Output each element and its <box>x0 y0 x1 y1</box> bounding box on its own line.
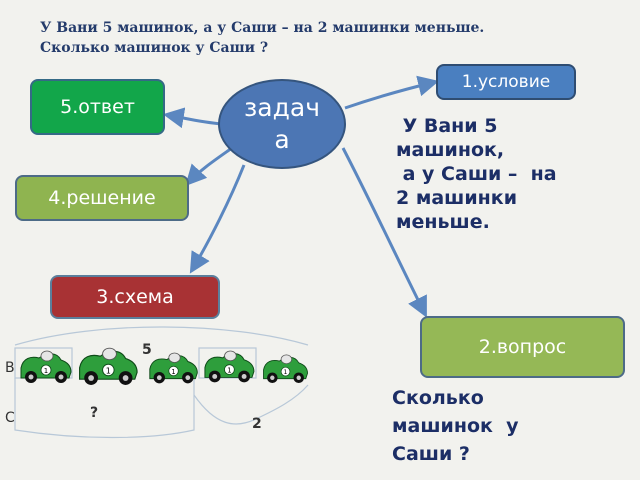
condition-line-3: а у Саши – на <box>396 163 557 185</box>
problem-statement: У Вани 5 машинок, а у Саши – на 2 машинк… <box>40 18 620 58</box>
center-node-label: задача <box>244 93 320 154</box>
question-line-2: машинок у <box>392 415 519 437</box>
node-question[interactable]: 2.вопрос <box>420 316 625 378</box>
car-number: 1 <box>106 366 111 375</box>
scheme-lines <box>14 326 309 439</box>
node-condition[interactable]: 1.условие <box>436 64 576 100</box>
arrow-to-scheme <box>189 164 246 274</box>
question-line-3: Саши ? <box>392 443 470 465</box>
center-node-task[interactable]: задача <box>218 79 346 169</box>
arrow-to-answer <box>162 107 223 129</box>
arrow-to-question <box>341 147 427 318</box>
node-question-label: 2.вопрос <box>478 336 567 358</box>
car-number: 1 <box>44 367 48 375</box>
condition-line-5: меньше. <box>396 211 490 233</box>
node-scheme[interactable]: 3.схема <box>50 275 220 319</box>
toy-car: 1 <box>263 354 308 384</box>
scheme-row-label-sasha: С <box>5 410 15 426</box>
toy-car: 1 <box>204 350 255 383</box>
cars-group: 1 1 1 1 1 <box>20 347 308 385</box>
problem-line-2: Сколько машинок у Саши ? <box>40 40 269 56</box>
arrow-to-solution <box>185 146 233 187</box>
car-number: 1 <box>227 367 231 375</box>
scheme-unknown: ? <box>90 405 99 421</box>
condition-text: У Вани 5 машинок, а у Саши – на 2 машинк… <box>396 114 616 234</box>
node-condition-label: 1.условие <box>461 72 551 92</box>
toy-car: 1 <box>20 350 72 383</box>
question-line-1: Сколько <box>392 387 484 409</box>
car-number: 1 <box>284 369 288 376</box>
node-scheme-label: 3.схема <box>96 286 174 308</box>
problem-line-1: У Вани 5 машинок, а у Саши – на 2 машинк… <box>40 20 485 36</box>
condition-line-1: У Вани 5 <box>396 115 498 137</box>
arrow-to-condition <box>344 75 440 110</box>
scheme-row-label-vanya: В <box>5 360 15 376</box>
condition-line-4: 2 машинки <box>396 187 518 209</box>
toy-car: 1 <box>149 352 198 384</box>
question-text: Сколько машинок у Саши ? <box>392 384 592 468</box>
condition-line-2: машинок, <box>396 139 505 161</box>
node-answer[interactable]: 5.ответ <box>30 79 165 135</box>
node-solution[interactable]: 4.решение <box>15 175 189 221</box>
scheme-top-count: 5 <box>142 342 152 358</box>
scheme-difference: 2 <box>252 416 262 432</box>
toy-car: 1 <box>79 347 138 385</box>
car-number: 1 <box>171 368 175 376</box>
node-solution-label: 4.решение <box>48 187 156 209</box>
node-answer-label: 5.ответ <box>60 96 135 118</box>
